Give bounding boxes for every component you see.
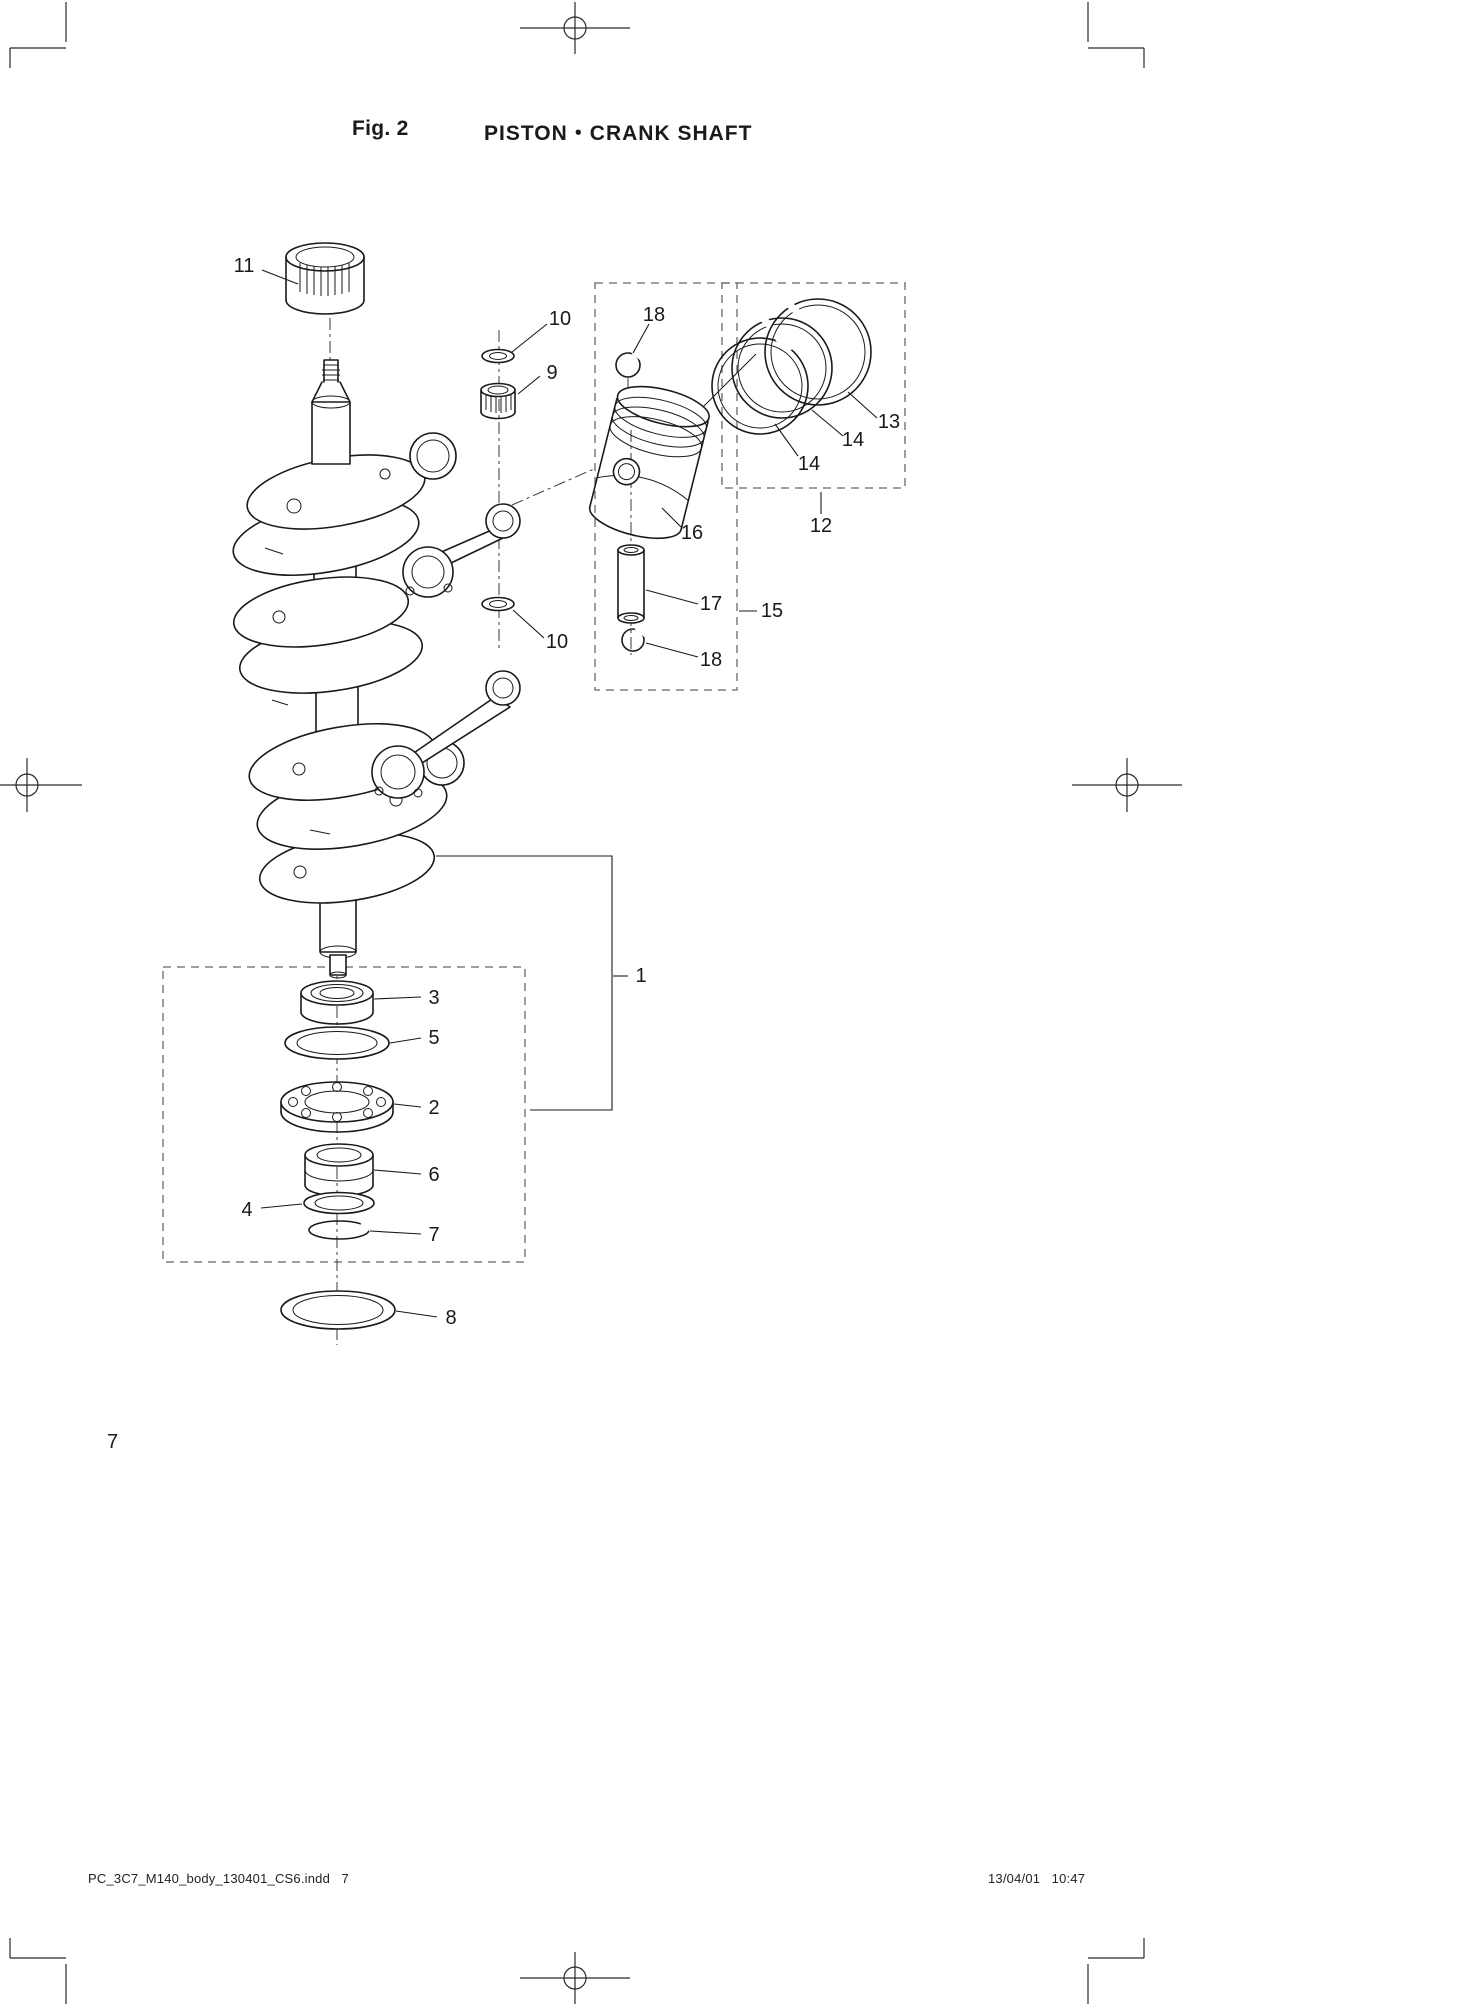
leader-lines	[260, 269, 878, 1318]
callout-17: 17	[699, 593, 723, 615]
callout-3: 3	[428, 987, 440, 1009]
seal-collar-3	[300, 980, 374, 1025]
callout-13: 13	[877, 411, 901, 433]
crank-webs	[232, 454, 448, 904]
washer-5	[284, 1026, 390, 1060]
group1-bracket	[436, 855, 613, 1111]
callout-4: 4	[241, 1199, 253, 1221]
connecting-rod-upper	[402, 503, 521, 598]
callout-15: 15	[760, 600, 784, 622]
circlip-7	[308, 1220, 374, 1240]
callout-18-upper: 18	[642, 304, 666, 326]
callout-1: 1	[635, 965, 647, 987]
spacer-6	[304, 1143, 374, 1197]
piston-16	[588, 385, 710, 540]
registration-marks	[0, 2, 1182, 2004]
lower-bearing-group	[280, 980, 394, 1240]
piston-ring-14	[731, 311, 833, 419]
ring-4	[303, 1191, 375, 1215]
lower-bearing-group-box	[162, 966, 526, 1263]
circlip-18-upper	[615, 349, 646, 378]
crankshaft-assembly	[232, 242, 521, 979]
callout-2: 2	[428, 1097, 440, 1119]
callout-18-lower: 18	[699, 649, 723, 671]
figure-label: Fig. 2	[352, 117, 409, 140]
piston-group	[588, 349, 710, 652]
callout-8: 8	[445, 1307, 457, 1329]
circlip-18-lower	[621, 625, 649, 652]
needle-bearing-9	[480, 382, 516, 420]
piston-ring-14-expander	[711, 335, 809, 435]
callout-16: 16	[680, 522, 704, 544]
callout-10-upper: 10	[548, 308, 572, 330]
washer-10-lower	[481, 596, 515, 612]
callout-7: 7	[428, 1224, 440, 1246]
needle-bearing-11	[285, 242, 365, 315]
piston-pin-17	[617, 544, 645, 624]
footer-timestamp: 13/04/01 10:47	[988, 1871, 1086, 1886]
dashed-group-boxes	[162, 282, 906, 1263]
callout-10-lower: 10	[545, 631, 569, 653]
page-number: 7	[107, 1431, 119, 1453]
washer-10-upper	[481, 348, 515, 364]
callout-14-right: 14	[841, 429, 865, 451]
ball-bearing-2	[280, 1081, 394, 1133]
footer-filename: PC_3C7_M140_body_130401_CS6.indd 7	[88, 1871, 349, 1886]
callout-11: 11	[233, 255, 255, 277]
callout-5: 5	[428, 1027, 440, 1049]
crank-top-stub	[311, 359, 351, 465]
piston-group-box	[594, 282, 738, 691]
piston-ring-set	[711, 298, 872, 435]
callout-14-left: 14	[797, 453, 821, 475]
callout-9: 9	[546, 362, 558, 384]
callout-12: 12	[809, 515, 833, 537]
seal-ring-8	[280, 1290, 396, 1330]
figure-title: PISTON・CRANK SHAFT	[484, 122, 753, 145]
ring-set-group-box	[721, 282, 906, 489]
connecting-rod-lower	[371, 670, 521, 799]
callout-6: 6	[428, 1164, 440, 1186]
piston-ring-13	[764, 298, 872, 406]
